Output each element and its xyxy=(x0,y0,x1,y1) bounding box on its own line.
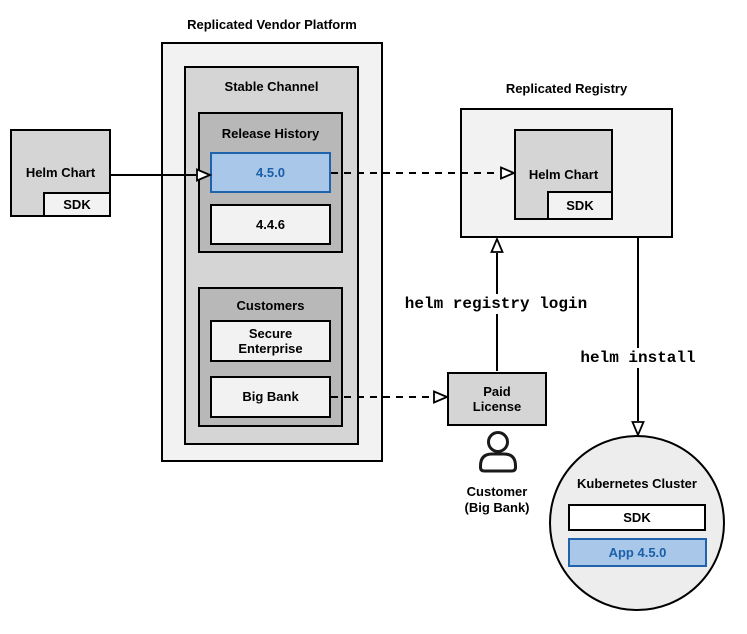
arrow-registry-to-cluster xyxy=(631,238,645,438)
release-446-label: 4.4.6 xyxy=(256,216,285,232)
paid-license-label: Paid License xyxy=(472,383,522,414)
vendor-helm-chart-label: Helm Chart xyxy=(25,165,96,181)
cluster-app-label: App 4.5.0 xyxy=(608,544,667,560)
customer-secure-enterprise-box: Secure Enterprise xyxy=(210,320,331,362)
release-history-label: Release History xyxy=(221,126,320,141)
helm-install-command: helm install xyxy=(575,348,701,368)
vendor-sdk-label: SDK xyxy=(63,196,91,212)
stable-channel-label: Stable Channel xyxy=(224,79,319,94)
customers-label: Customers xyxy=(236,298,305,313)
release-446-box: 4.4.6 xyxy=(210,204,331,245)
paid-license-box: Paid License xyxy=(447,372,547,426)
registry-sdk-label: SDK xyxy=(566,197,594,213)
cluster-app-box: App 4.5.0 xyxy=(568,538,707,567)
cluster-sdk-label: SDK xyxy=(623,509,651,525)
kubernetes-cluster-label: Kubernetes Cluster xyxy=(577,476,697,491)
helm-registry-login-command: helm registry login xyxy=(399,294,593,314)
cluster-sdk-box: SDK xyxy=(568,504,706,531)
customer-big-bank-box: Big Bank xyxy=(210,376,331,418)
release-450-box: 4.5.0 xyxy=(210,152,331,193)
customer-actor-label: Customer (Big Bank) xyxy=(464,484,530,516)
registry-sdk-box: SDK xyxy=(547,191,613,220)
release-450-label: 4.5.0 xyxy=(256,164,285,180)
customer-person-icon xyxy=(479,431,517,473)
customer-secure-enterprise-label: Secure Enterprise xyxy=(238,325,303,356)
replicated-registry-title: Replicated Registry xyxy=(505,81,628,96)
vendor-sdk-box: SDK xyxy=(43,192,111,217)
vendor-platform-title: Replicated Vendor Platform xyxy=(187,17,357,32)
customer-big-bank-label: Big Bank xyxy=(242,389,299,405)
registry-helm-chart-label: Helm Chart xyxy=(528,166,599,182)
